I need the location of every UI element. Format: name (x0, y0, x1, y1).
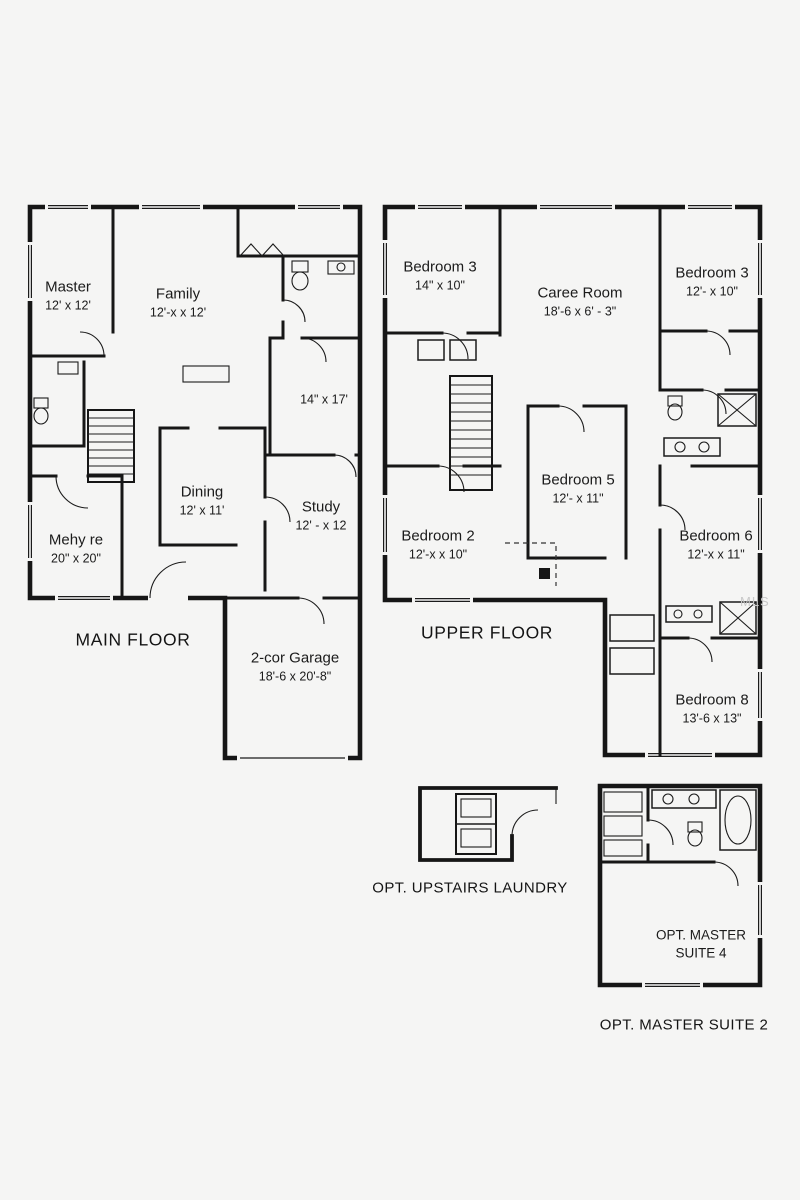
room-dims: 20" x 20" (51, 551, 101, 566)
room-label-media: Mehy re 20" x 20" (49, 531, 103, 566)
room-name: Bedroom 8 (675, 691, 749, 709)
room-dims: 12'- x 11" (552, 491, 604, 506)
room-dims: 12' x 12' (45, 298, 91, 313)
room-dims: SUITE 4 (675, 945, 727, 961)
opt-laundry-walls (418, 786, 558, 862)
room-name: Study (301, 498, 341, 516)
opt-master-suite-walls (597, 783, 765, 990)
room-name: Bedroom 3 (403, 258, 477, 276)
room-name: Bedroom 2 (401, 527, 475, 545)
room-label-master: Master 12' x 12' (45, 278, 91, 313)
room-name: Mehy re (48, 531, 104, 549)
room-name: Bedroom 6 (679, 527, 753, 545)
room-label-family: Family 12'-x x 12' (150, 285, 206, 320)
room-dims: 14" x 17' (300, 392, 348, 407)
room-dims: 12' x 11' (179, 503, 225, 518)
room-label-bedroom2: Bedroom 2 12'-x x 10" (401, 527, 474, 562)
room-label-dining: Dining 12' x 11' (180, 483, 225, 518)
room-name: 2-cor Garage (250, 649, 340, 667)
main-floor-walls (25, 202, 363, 763)
room-name: Bedroom 5 (541, 471, 615, 489)
room-dims: 14" x 10" (415, 278, 465, 293)
room-dims: 12'-x x 12' (149, 305, 207, 320)
room-name: Family (155, 285, 201, 303)
opt-master-suite4-label: OPT. MASTER SUITE 4 (656, 928, 746, 963)
room-label-bedroom3-right: Bedroom 3 12'- x 10" (675, 264, 748, 299)
room-dims: 18'-6 x 6' - 3" (543, 304, 617, 319)
room-label-study: Study 12' - x 12 (295, 498, 346, 533)
room-name: Master (45, 278, 91, 296)
room-label-bedroom3-left: Bedroom 3 14" x 10" (403, 258, 476, 293)
room-label-garage: 2-cor Garage 18'-6 x 20'-8" (251, 649, 339, 684)
upper-floor-label: UPPER FLOOR (420, 622, 554, 643)
room-dims: 18'-6 x 20'-8" (258, 669, 332, 684)
room-dims: 12'-x x 11" (687, 547, 745, 562)
room-name: OPT. MASTER (655, 927, 747, 943)
room-dims: 13'-6 x 13" (682, 711, 742, 726)
opt-laundry-label: OPT. UPSTAIRS LAUNDRY (372, 879, 568, 897)
room-name: Caree Room (537, 284, 623, 302)
room-name: Dining (180, 483, 224, 501)
room-label-flex: 14" x 17' (300, 392, 348, 409)
room-label-bedroom8: Bedroom 8 13'-6 x 13" (675, 691, 748, 726)
room-dims: 12'- x 10" (686, 284, 738, 299)
room-label-bedroom6: Bedroom 6 12'-x x 11" (679, 527, 752, 562)
room-dims: 12'-x x 10" (408, 547, 468, 562)
mls-watermark: MLS (740, 594, 770, 609)
room-label-bedroom5: Bedroom 5 12'- x 11" (541, 471, 614, 506)
main-floor-label: MAIN FLOOR (75, 629, 191, 650)
opt-master-suite2-label: OPT. MASTER SUITE 2 (599, 1016, 769, 1034)
room-dims: 12' - x 12 (295, 518, 347, 533)
upper-floor-walls (380, 202, 765, 760)
room-name: Bedroom 3 (675, 264, 749, 282)
room-label-caree-room: Caree Room 18'-6 x 6' - 3" (537, 284, 622, 319)
